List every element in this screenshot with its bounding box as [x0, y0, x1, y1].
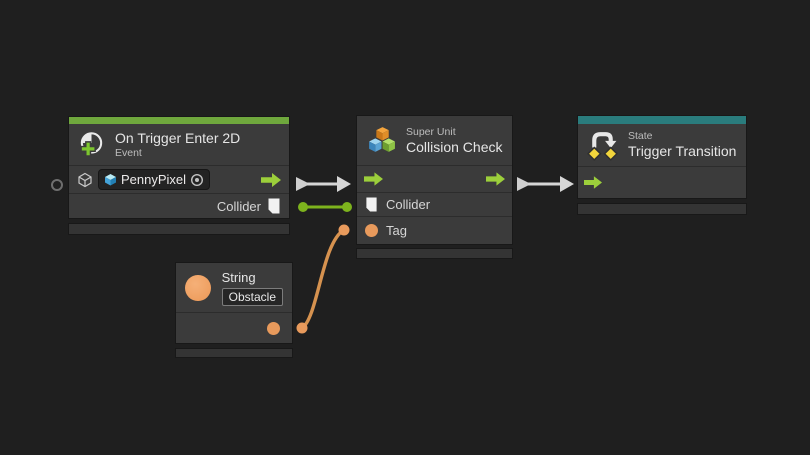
event-accent-strip [69, 117, 289, 124]
collider-output-label: Collider [216, 198, 261, 214]
node-header[interactable]: State Trigger Transition [578, 124, 746, 167]
flow-output-port[interactable] [486, 172, 505, 186]
node-footer [175, 348, 293, 358]
node-title: String [221, 270, 256, 285]
node-string-literal[interactable]: String Obstacle [175, 262, 293, 358]
string-type-icon [185, 274, 211, 301]
node-trigger-transition[interactable]: State Trigger Transition [577, 115, 747, 215]
unconnected-port-ring[interactable] [51, 179, 63, 191]
node-collision-check[interactable]: Super Unit Collision Check Collider [356, 115, 513, 259]
string-output-port[interactable] [267, 321, 280, 335]
flow-wire-collision-to-transition[interactable] [517, 176, 574, 192]
row-flow [357, 166, 512, 193]
row-string-output [176, 313, 292, 343]
node-footer [577, 203, 747, 215]
node-title: Trigger Transition [628, 143, 737, 159]
object-picker-icon[interactable] [190, 173, 204, 187]
target-object-name: PennyPixel [121, 172, 187, 187]
tag-input-label: Tag [386, 223, 407, 238]
node-footer [68, 223, 290, 235]
node-title: On Trigger Enter 2D [115, 129, 241, 146]
flow-wire-event-to-collision[interactable] [296, 176, 351, 192]
flow-output-port[interactable] [261, 172, 281, 187]
tag-input-port[interactable] [365, 224, 378, 237]
node-footer [356, 248, 513, 259]
node-header[interactable]: On Trigger Enter 2D Event [69, 124, 289, 166]
node-subtitle: State [628, 130, 653, 142]
collider-output-port[interactable] [267, 198, 281, 214]
row-target: PennyPixel [69, 166, 289, 194]
value-wire-string-to-tag[interactable] [296, 224, 350, 334]
string-value-field[interactable]: Obstacle [221, 288, 283, 306]
prefab-cube-icon [105, 174, 116, 186]
node-title: Collision Check [406, 138, 503, 155]
event-icon [80, 132, 103, 157]
row-flow [578, 167, 746, 198]
node-subtitle: Event [115, 146, 142, 159]
gameobject-cube-icon [78, 172, 92, 187]
node-header[interactable]: Super Unit Collision Check [357, 116, 512, 166]
row-collider-input: Collider [357, 193, 512, 217]
node-on-trigger-enter-2d[interactable]: On Trigger Enter 2D Event PennyPixel [68, 116, 290, 235]
collider-input-label: Collider [386, 197, 431, 212]
node-subtitle: Super Unit [406, 125, 456, 138]
flow-input-port[interactable] [584, 176, 602, 189]
state-transition-icon [587, 131, 618, 161]
row-collider-output: Collider [69, 194, 289, 218]
target-object-field[interactable]: PennyPixel [98, 169, 211, 190]
super-unit-icon [369, 127, 395, 152]
value-wire-collider[interactable] [298, 202, 352, 212]
flow-input-port[interactable] [364, 172, 383, 186]
collider-input-port[interactable] [365, 197, 378, 212]
row-tag-input: Tag [357, 217, 512, 244]
state-accent-strip [578, 116, 746, 124]
node-header[interactable]: String Obstacle [176, 263, 292, 313]
